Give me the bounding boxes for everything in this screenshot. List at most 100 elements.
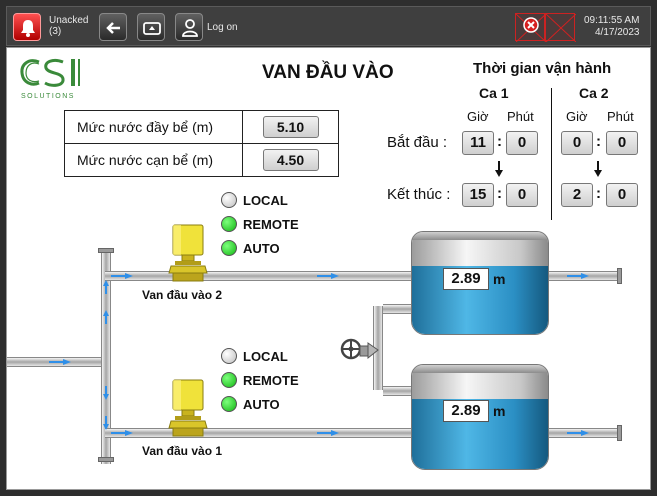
colon: : xyxy=(497,133,502,150)
upper-supply-pipe xyxy=(105,271,617,281)
flow-arrow-icon xyxy=(317,273,339,279)
alarm-button[interactable] xyxy=(13,13,41,41)
flow-arrow-icon xyxy=(567,273,589,279)
valve-2-local-label: LOCAL xyxy=(243,193,288,208)
tank-1 xyxy=(411,364,549,470)
schedule-title: Thời gian vận hành xyxy=(473,60,612,77)
valve-1-remote-led xyxy=(221,372,237,388)
flow-arrow-icon xyxy=(103,386,109,400)
screen-icon xyxy=(143,22,161,35)
tank-2-level-unit: m xyxy=(493,271,506,287)
valve-2-remote-label: REMOTE xyxy=(243,217,299,232)
user-icon xyxy=(182,19,198,37)
shift-1-title: Ca 1 xyxy=(479,85,509,101)
shift-1-end-hour-input[interactable]: 15 xyxy=(462,183,494,207)
bell-icon xyxy=(21,20,35,37)
empty-level-label: Mức nước cạn bể (m) xyxy=(64,143,243,177)
colon: : xyxy=(497,185,502,202)
arrow-left-icon xyxy=(106,22,120,34)
vertical-header-pipe xyxy=(101,252,111,464)
full-level-cell: 5.10 xyxy=(242,110,339,144)
shift-1-start-minute-input[interactable]: 0 xyxy=(506,131,538,155)
alarm-unacked-count: (3) xyxy=(49,26,62,37)
full-level-input[interactable]: 5.10 xyxy=(262,116,319,138)
tank-2-level-display: 2.89 xyxy=(443,268,489,290)
flow-arrow-icon xyxy=(103,310,109,324)
start-label: Bắt đầu : xyxy=(387,134,448,151)
plc-error-indicator[interactable] xyxy=(515,13,546,42)
colon: : xyxy=(596,133,601,150)
colon: : xyxy=(596,185,601,202)
logo-subtext: SOLUTIONS xyxy=(21,93,75,100)
flow-arrow-icon xyxy=(103,416,109,430)
table-row: Mức nước đầy bể (m) 5.10 xyxy=(64,110,339,144)
solenoid-valve-icon xyxy=(168,224,208,282)
shift-2-end-minute-input[interactable]: 0 xyxy=(606,183,638,207)
back-button[interactable] xyxy=(99,13,127,41)
hand-valve[interactable] xyxy=(340,338,380,364)
page-title: VAN ĐẦU VÀO xyxy=(262,62,394,83)
shift-2-start-minute-input[interactable]: 0 xyxy=(606,131,638,155)
handwheel-valve-icon xyxy=(340,338,379,360)
valve-1-local-label: LOCAL xyxy=(243,349,288,364)
flow-arrow-icon xyxy=(103,280,109,294)
arrow-down-icon xyxy=(495,161,503,177)
valve-1-remote-label: REMOTE xyxy=(243,373,299,388)
shift-1-end-minute-input[interactable]: 0 xyxy=(506,183,538,207)
error-x-icon xyxy=(516,14,546,42)
pipe-flange xyxy=(98,457,114,462)
flow-arrow-icon xyxy=(111,273,133,279)
shift-2-start-hour-input[interactable]: 0 xyxy=(561,131,593,155)
flow-arrow-icon xyxy=(49,359,71,365)
shift-divider xyxy=(551,88,552,220)
crossover-pipe-bottom xyxy=(383,386,415,396)
lower-supply-pipe xyxy=(105,428,617,438)
shift-2-hour-header: Giờ xyxy=(566,109,588,124)
tank-2 xyxy=(411,231,549,335)
flow-arrow-icon xyxy=(111,430,133,436)
main-screen: SOLUTIONS VAN ĐẦU VÀO Mức nước đầy bể (m… xyxy=(6,47,651,490)
tank-1-level-display: 2.89 xyxy=(443,400,489,422)
alarm-unacked-label: Unacked xyxy=(49,15,89,26)
connection-error-indicator[interactable] xyxy=(545,13,576,42)
pipe-flange xyxy=(98,248,114,253)
valve-2-label: Van đầu vào 2 xyxy=(142,288,223,302)
valve-1[interactable] xyxy=(167,378,213,440)
level-setpoint-table: Mức nước đầy bể (m) 5.10 Mức nước cạn bể… xyxy=(64,110,339,177)
valve-1-label: Van đầu vào 1 xyxy=(142,444,223,458)
empty-level-input[interactable]: 4.50 xyxy=(262,149,319,171)
shift-2-minute-header: Phút xyxy=(607,109,634,124)
solenoid-valve-icon xyxy=(168,379,208,437)
home-screen-button[interactable] xyxy=(137,13,165,41)
pipe-flange xyxy=(617,268,622,284)
shift-2-title: Ca 2 xyxy=(579,85,609,101)
tank-lid xyxy=(412,365,548,373)
pipe-flange xyxy=(617,425,622,441)
logon-label: Log on xyxy=(207,22,238,33)
company-logo: SOLUTIONS xyxy=(19,56,91,104)
flow-arrow-icon xyxy=(567,430,589,436)
clock-time: 09:11:55 AM xyxy=(584,15,640,26)
full-level-label: Mức nước đầy bể (m) xyxy=(64,110,243,144)
crossover-pipe-top xyxy=(383,304,415,314)
logon-button[interactable] xyxy=(175,13,203,41)
valve-2-auto-label: AUTO xyxy=(243,241,280,256)
csi-logo-icon xyxy=(20,58,80,87)
tank-lid xyxy=(412,232,548,240)
valve-2[interactable] xyxy=(167,223,213,285)
valve-2-auto-led xyxy=(221,240,237,256)
clock-date: 4/17/2023 xyxy=(595,27,640,38)
end-label: Kết thúc : xyxy=(387,186,451,203)
valve-2-local-led xyxy=(221,192,237,208)
cross-icon xyxy=(546,14,576,42)
shift-2-end-hour-input[interactable]: 2 xyxy=(561,183,593,207)
valve-1-auto-label: AUTO xyxy=(243,397,280,412)
shift-1-start-hour-input[interactable]: 11 xyxy=(462,131,494,155)
tank-1-level-unit: m xyxy=(493,403,506,419)
valve-1-auto-led xyxy=(221,396,237,412)
arrow-down-icon xyxy=(594,161,602,177)
table-row: Mức nước cạn bể (m) 4.50 xyxy=(64,143,339,177)
top-bar: Unacked (3) Log on xyxy=(6,6,651,46)
valve-1-local-led xyxy=(221,348,237,364)
